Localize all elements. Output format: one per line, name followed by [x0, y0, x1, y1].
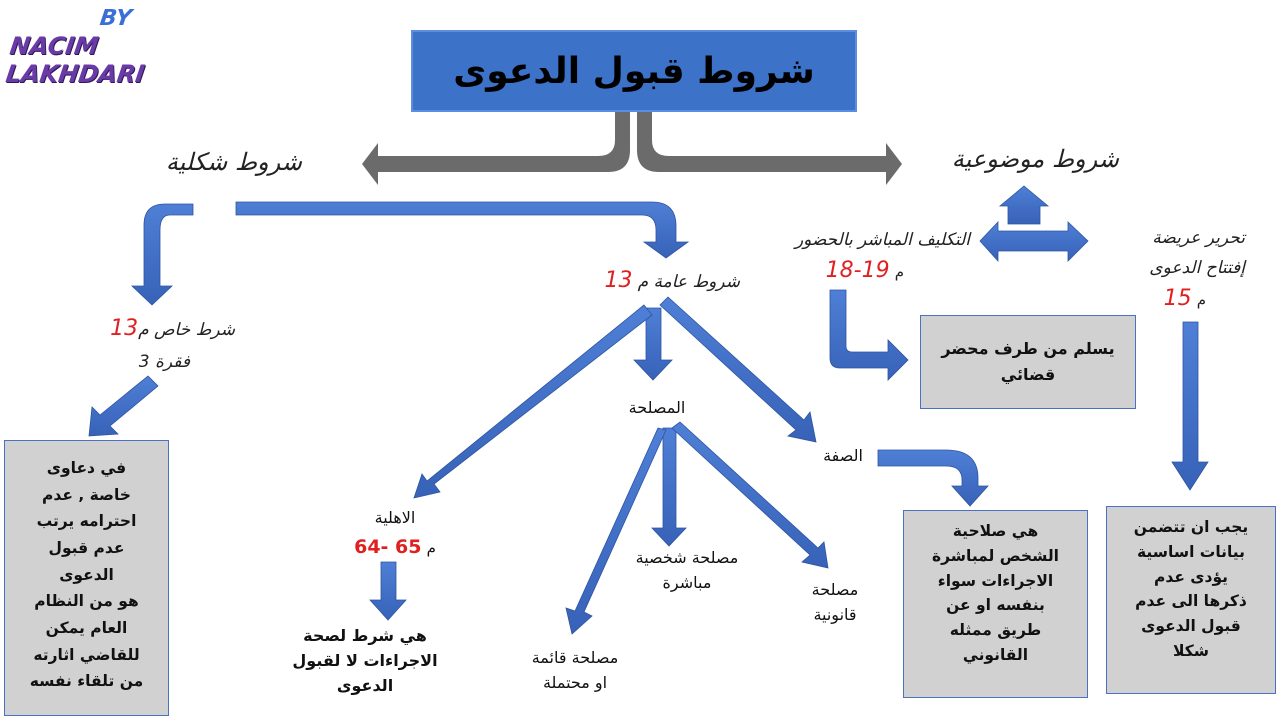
standing-box-line: القانوني — [962, 645, 1029, 664]
petition-box-line: شكلا — [1172, 641, 1210, 660]
interest-label: المصلحة — [628, 398, 686, 417]
special-article: 13 — [110, 316, 139, 341]
standing-box-line: هي صلاحية — [952, 522, 1039, 540]
standing-box-line: بنفسه او عن — [946, 596, 1045, 615]
general-article: 13 — [604, 268, 633, 293]
summons-article-prefix: م — [894, 263, 904, 281]
petition-article: م 15 — [1150, 286, 1206, 311]
general-label: شروط عامة م — [637, 272, 740, 292]
title-split-arrows — [362, 112, 902, 185]
diagram-title: شروط قبول الدعوى — [453, 50, 815, 92]
special-box-line: العام يمكن — [45, 618, 128, 637]
special-box-line: خاصة , عدم — [42, 485, 131, 504]
watermark-by: BY — [98, 6, 134, 31]
capacity-article-prefix: م — [426, 539, 436, 557]
author-watermark: BY NACIM LAKHDARI — [4, 4, 238, 88]
summons-box: يسلم من طرف محضر قضائي — [920, 315, 1136, 409]
standing-box: هي صلاحية الشخص لمباشرة الاجراءات سواء ب… — [903, 510, 1088, 698]
arrow-interest-to-legal — [671, 421, 829, 569]
title-box: شروط قبول الدعوى — [411, 30, 857, 112]
arrow-standing-to-box — [877, 449, 989, 507]
arrow-capacity-to-note — [369, 561, 407, 621]
petition-box-line: قبول الدعوى — [1141, 617, 1241, 636]
arrow-special-to-box — [88, 375, 159, 437]
arrow-general-to-interest — [633, 307, 673, 381]
arrow-substantive-horizontal — [979, 220, 1089, 263]
substantive-heading: شروط موضوعية — [951, 145, 1119, 173]
summons-articles: م 18-19 — [812, 258, 904, 283]
special-condition: شرط خاص م13 — [70, 316, 235, 341]
petition-box-line: يؤدى عدم — [1154, 567, 1228, 586]
special-box-line: من تلقاء نفسه — [29, 672, 144, 691]
petition-article-prefix: م — [1196, 291, 1206, 309]
special-box-line: الدعوى — [59, 565, 114, 584]
capacity-note-line: هي شرط لصحة — [303, 626, 427, 645]
arrow-petition-to-box — [1171, 321, 1209, 491]
special-box-line: للقاضي اثارته — [33, 645, 140, 664]
special-box-line: في دعاوى — [46, 459, 127, 477]
capacity-note-line: الدعوى — [336, 675, 394, 695]
watermark-name: NACIM LAKHDARI — [4, 32, 147, 88]
special-box-line: هو من النظام — [34, 592, 139, 611]
arrow-interest-to-personal — [651, 427, 687, 547]
special-paragraph: فقرة 3 — [138, 352, 190, 372]
arrow-substantive-vertical — [998, 185, 1050, 225]
standing-box-line: طريق ممثله — [949, 621, 1042, 640]
special-box-line: عدم قبول — [48, 538, 125, 557]
petition-box-line: بيانات اساسية — [1137, 542, 1245, 561]
arrow-general-to-capacity — [413, 304, 653, 499]
capacity-label: الاهلية — [374, 508, 416, 527]
arrow-interest-to-existing — [565, 427, 667, 635]
petition-box-line: يجب ان تتضمن — [1133, 518, 1249, 536]
interest-personal: مصلحة شخصية مباشرة — [612, 546, 762, 596]
petition-article-number: 15 — [1163, 286, 1192, 311]
arrow-summons-to-box — [829, 289, 909, 381]
special-box-line: احترامه يرتب — [36, 512, 137, 531]
standing-label: الصفة — [823, 446, 863, 465]
general-conditions: شروط عامة م 13 — [572, 268, 740, 293]
standing-box-line: الشخص لمباشرة — [931, 546, 1059, 565]
capacity-note-line: الاجراءات لا لقبول — [292, 650, 438, 670]
special-label: شرط خاص م — [138, 320, 235, 340]
capacity-article-numbers: 64- 65 — [354, 536, 422, 558]
petition-box-line: ذكرها الى عدم — [1135, 592, 1247, 611]
formal-heading: شروط شكلية — [165, 148, 302, 176]
arrow-formal-to-special — [130, 203, 194, 306]
summons-box-line: يسلم من طرف محضر — [941, 339, 1115, 358]
interest-personal-line2: مباشرة — [662, 572, 712, 592]
interest-existing-line2: او محتملة — [542, 672, 608, 692]
summons-box-line: قضائي — [1000, 364, 1056, 384]
arrow-general-to-standing — [659, 296, 817, 443]
petition-label-line2: إفتتاح الدعوى — [1149, 258, 1245, 278]
interest-existing-line1: مصلحة قائمة — [531, 648, 619, 667]
petition-box: يجب ان تتضمن بيانات اساسية يؤدى عدم ذكره… — [1106, 506, 1276, 694]
summons-label: التكليف المباشر بالحضور — [794, 230, 970, 250]
interest-personal-line1: مصلحة شخصية — [635, 548, 739, 567]
interest-existing: مصلحة قائمة او محتملة — [510, 646, 640, 696]
special-condition-box: في دعاوى خاصة , عدم احترامه يرتب عدم قبو… — [4, 440, 169, 716]
petition-label-line1: تحرير عريضة — [1152, 228, 1245, 248]
summons-article-numbers: 18-19 — [825, 258, 890, 283]
capacity-articles: م 64- 65 — [340, 536, 450, 558]
capacity-note: هي شرط لصحة الاجراءات لا لقبول الدعوى — [280, 624, 450, 698]
interest-legal: مصلحة قانونية — [811, 580, 859, 624]
arrow-formal-to-general — [235, 201, 690, 259]
standing-box-line: الاجراءات سواء — [937, 571, 1054, 590]
